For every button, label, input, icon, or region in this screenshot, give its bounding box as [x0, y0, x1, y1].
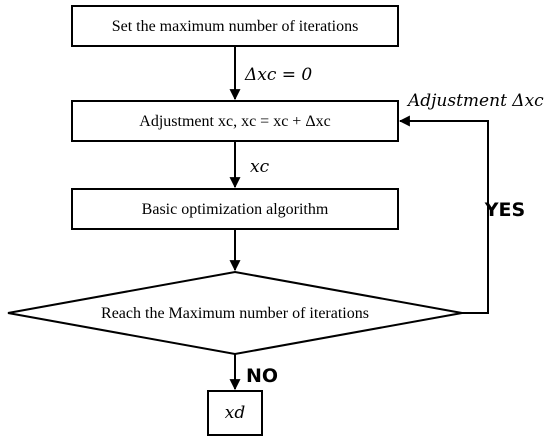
init-delta-label: Δxc = 0 — [244, 65, 312, 85]
basic-optimization-label: Basic optimization algorithm — [142, 201, 329, 218]
decision-label: Reach the Maximum number of iterations — [101, 305, 369, 322]
output-label: xd — [225, 403, 246, 423]
basic-optimization-node: Basic optimization algorithm — [71, 188, 399, 230]
set-max-iterations-label: Set the maximum number of iterations — [112, 18, 359, 35]
adjustment-label: Adjustment xc, xc = xc + Δxc — [139, 113, 330, 130]
output-node: xd — [207, 390, 263, 436]
decision-node: Reach the Maximum number of iterations — [7, 270, 463, 356]
xc-label: xc — [250, 157, 270, 177]
yes-label: YES — [484, 199, 525, 221]
feedback-adjustment-label: Adjustment Δxc — [406, 91, 544, 111]
no-label: NO — [246, 365, 278, 387]
adjustment-node: Adjustment xc, xc = xc + Δxc — [71, 100, 399, 142]
arrow-yes-feedback — [398, 115, 489, 314]
set-max-iterations-node: Set the maximum number of iterations — [71, 5, 399, 47]
